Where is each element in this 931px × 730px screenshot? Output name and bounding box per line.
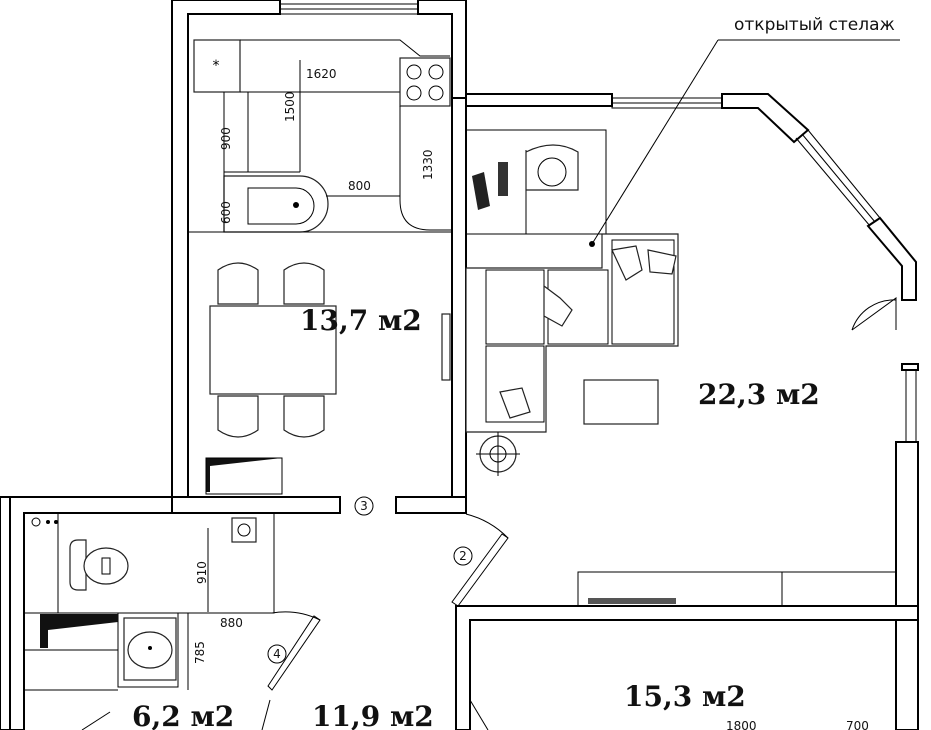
dim-bottom-1800: 1800 bbox=[726, 719, 757, 730]
kitchen-furniture: * bbox=[188, 39, 452, 495]
door-markers: 3 2 4 bbox=[267, 496, 473, 664]
dim-kitchen-depth: 1500 bbox=[283, 91, 297, 122]
dim-bath-880: 880 bbox=[220, 616, 243, 630]
area-hall: 11,9 м2 bbox=[312, 700, 434, 730]
dim-kitchen-1330: 1330 bbox=[421, 149, 435, 180]
area-bathroom: 6,2 м2 bbox=[132, 700, 234, 730]
dim-kitchen-width: 1620 bbox=[306, 67, 337, 81]
dim-bath-785: 785 bbox=[193, 641, 207, 664]
dim-bottom-700: 700 bbox=[846, 719, 869, 730]
dim-kitchen-600: 600 bbox=[219, 201, 233, 224]
svg-text:*: * bbox=[213, 58, 220, 74]
dim-bath-910: 910 bbox=[195, 561, 209, 584]
door-number-3: 3 bbox=[360, 499, 368, 513]
door-number-4: 4 bbox=[273, 647, 281, 661]
area-kitchen: 13,7 м2 bbox=[300, 304, 422, 337]
dim-kitchen-900: 900 bbox=[219, 127, 233, 150]
door-number-2: 2 bbox=[459, 549, 467, 563]
bathroom-fixtures bbox=[31, 513, 509, 730]
shelf-annotation: открытый стелаж bbox=[589, 15, 900, 247]
annotation-open-shelf: открытый стелаж bbox=[734, 15, 895, 35]
dimensions: 1620 1500 900 600 800 1330 910 880 785 1… bbox=[193, 67, 869, 730]
area-living: 22,3 м2 bbox=[698, 378, 820, 411]
area-labels: 13,7 м2 22,3 м2 6,2 м2 11,9 м2 15,3 м2 bbox=[132, 304, 820, 730]
area-bedroom: 15,3 м2 bbox=[624, 680, 746, 713]
dim-sink-width: 800 bbox=[348, 179, 371, 193]
living-furniture bbox=[465, 129, 897, 607]
